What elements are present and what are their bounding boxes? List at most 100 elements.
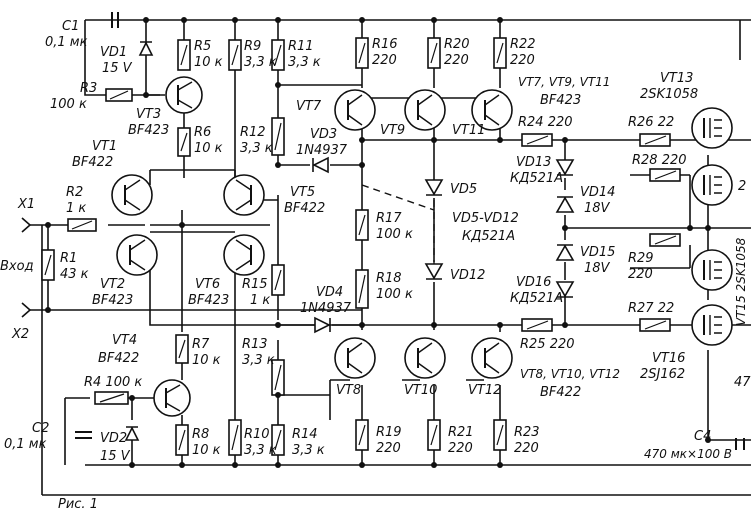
label-r19: R19 (376, 425, 402, 440)
label-r23: R23 (514, 425, 540, 440)
label-vt11: VT11 (452, 123, 485, 138)
label-vt16-type: 2SJ162 (640, 367, 685, 382)
transistor-vt4 (153, 379, 191, 417)
label-r3-value: 100 к (50, 97, 87, 112)
diode-vd15 (555, 244, 575, 261)
label-cut-2: 2 (738, 179, 746, 194)
label-r9: R9 (244, 39, 261, 54)
transistor-vt2 (116, 234, 158, 276)
label-c4: C4 (694, 429, 711, 444)
label-vd15: VD15 (580, 245, 615, 260)
label-r3: R3 (80, 81, 97, 96)
label-vt5: VT5 (290, 185, 315, 200)
label-r22: R22 (510, 37, 536, 52)
label-vt12: VT12 (468, 383, 501, 398)
label-input: Вход (0, 259, 34, 274)
diode-vd1 (138, 41, 154, 56)
label-c4-value: 470 мк×100 В (644, 447, 732, 461)
label-r6: R6 (194, 125, 211, 140)
label-r9-value: 3,3 к (244, 55, 277, 70)
diode-vd14 (555, 196, 575, 213)
transistor-vt1 (111, 174, 153, 216)
capacitor-c1 (111, 12, 119, 28)
label-x2: X2 (11, 327, 29, 342)
label-vd4-value: 1N4937 (300, 301, 352, 316)
label-vd16: VD16 (516, 275, 551, 290)
label-vt2: VT2 (100, 277, 125, 292)
label-r13-value: 3,3 к (242, 353, 275, 368)
label-r7-value: 10 к (192, 353, 221, 368)
label-vt13-type: 2SK1058 (640, 87, 698, 102)
transistor-vt9 (404, 89, 446, 131)
diodes (124, 41, 575, 441)
label-r2: R2 (66, 185, 83, 200)
diode-vd3 (312, 156, 329, 174)
transistor-vt15 (691, 249, 733, 291)
label-vt7-group-type: BF423 (540, 93, 581, 108)
label-r11-value: 3,3 к (288, 55, 321, 70)
label-vt1-type: BF422 (72, 155, 113, 170)
transistor-vt5 (223, 174, 265, 216)
transistor-vt6 (223, 234, 265, 276)
label-vt8-group: VT8, VT10, VT12 (520, 367, 620, 381)
label-vd-group: VD5-VD12 (452, 211, 519, 226)
label-r1-value: 43 к (60, 267, 89, 282)
transistor-vt16 (691, 304, 733, 346)
diode-vd13 (555, 159, 575, 176)
diode-vd16 (555, 281, 575, 298)
label-r2-value: 1 к (66, 201, 86, 216)
label-vd14-value: 18V (584, 201, 611, 216)
label-r22-value: 220 (510, 53, 535, 68)
label-r5-value: 10 к (194, 55, 223, 70)
label-r13: R13 (242, 337, 268, 352)
input-terminals (21, 217, 32, 318)
label-vd5: VD5 (450, 182, 477, 197)
label-vt3-type: BF423 (128, 123, 169, 138)
label-r26: R26 22 (628, 115, 674, 130)
label-vt1: VT1 (92, 139, 117, 154)
label-vt16: VT16 (652, 351, 685, 366)
label-r19-value: 220 (376, 441, 401, 456)
label-vt9: VT9 (380, 123, 405, 138)
label-c2-value: 0,1 мк (4, 437, 47, 452)
transistor-vt10 (404, 337, 446, 379)
label-r24: R24 220 (518, 115, 573, 130)
label-r17: R17 (376, 211, 402, 226)
label-vd13-type: КД521А (510, 171, 563, 186)
label-vt10: VT10 (404, 383, 437, 398)
label-c1: C1 (62, 19, 79, 34)
label-vd14: VD14 (580, 185, 615, 200)
diode-vd12 (424, 263, 444, 280)
labels: C1 0,1 мк VD1 15 V R3 100 к VT3 BF423 R5… (0, 19, 751, 512)
label-vt13: VT13 (660, 71, 693, 86)
label-r4: R4 100 к (84, 375, 142, 390)
transistor-vt12 (471, 337, 513, 379)
label-r10-value: 3,3 к (244, 443, 277, 458)
transistor-vt14 (691, 164, 733, 206)
capacitors (75, 12, 745, 450)
transistors (111, 76, 733, 417)
label-vt5-type: BF422 (284, 201, 325, 216)
label-r21: R21 (448, 425, 474, 440)
label-vt15: VT15 2SK1058 (734, 237, 748, 326)
label-r29-value: 220 (628, 267, 653, 282)
label-vd2: VD2 (100, 431, 127, 446)
label-vd13: VD13 (516, 155, 551, 170)
label-vd-group-type: КД521А (462, 229, 515, 244)
label-vt7: VT7 (296, 99, 322, 114)
label-vd16-type: КД521А (510, 291, 563, 306)
label-vt8-group-type: BF422 (540, 385, 581, 400)
label-vd15-value: 18V (584, 261, 611, 276)
label-r6-value: 10 к (194, 141, 223, 156)
label-r21-value: 220 (448, 441, 473, 456)
label-r14: R14 (292, 427, 318, 442)
label-r7: R7 (192, 337, 210, 352)
figure-caption: Рис. 1 (58, 497, 98, 511)
label-vt2-type: BF423 (92, 293, 133, 308)
label-c1-value: 0,1 мк (45, 35, 88, 50)
label-r12: R12 (240, 125, 266, 140)
label-vd4: VD4 (316, 285, 343, 300)
transistor-vt13 (691, 107, 733, 149)
label-vt8: VT8 (336, 383, 361, 398)
